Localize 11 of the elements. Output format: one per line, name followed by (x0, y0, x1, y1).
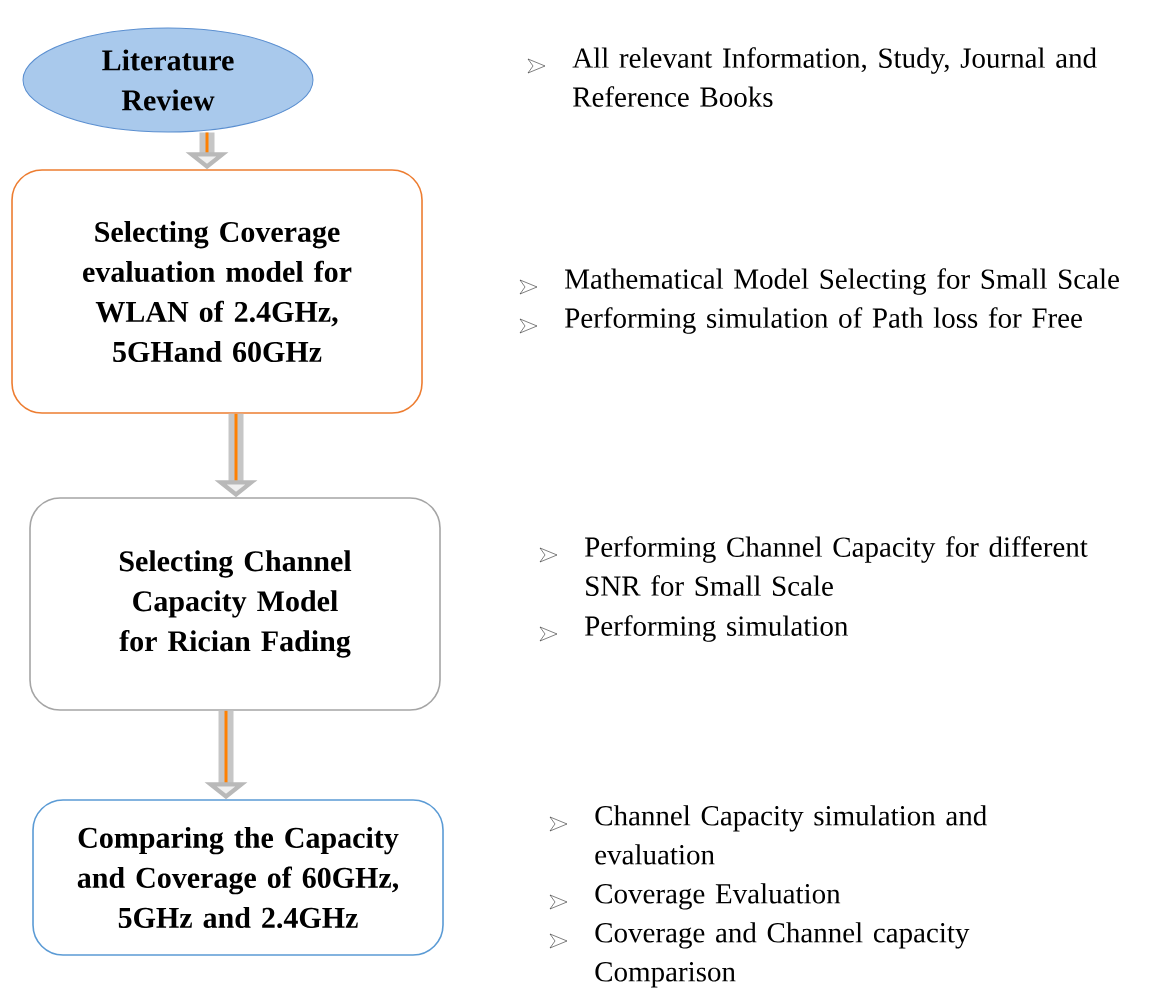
bullet-text: Performing simulation (585, 615, 848, 642)
bullet-text: Performing Channel Capacity for different SNR for Small Scale (585, 536, 1088, 596)
bullet-text: Mathematical Model Selecting for Small Scale (565, 268, 1119, 295)
bullet-text: Coverage and Channel capacity Comparison (595, 922, 970, 988)
bullet-text: Coverage Evaluation (595, 883, 841, 910)
bullet-text: All relevant Information, Study, Journal and Reference Books (572, 47, 1097, 107)
bullet-text: Performing simulation of Path loss for Free (565, 307, 1082, 334)
bullet-text: Channel Capacity simulation and evaluation (595, 805, 987, 865)
process-box: Comparing the Capacity and Coverage of 60GHz, 5GHz and 2.4GHz (32, 799, 444, 956)
process-box: Selecting Coverage evaluation model for WLAN of 2.4GHz, 5GHand 60GHz (11, 169, 423, 414)
process-box: Selecting Channel Capacity Model for Rician Fading (29, 497, 441, 711)
